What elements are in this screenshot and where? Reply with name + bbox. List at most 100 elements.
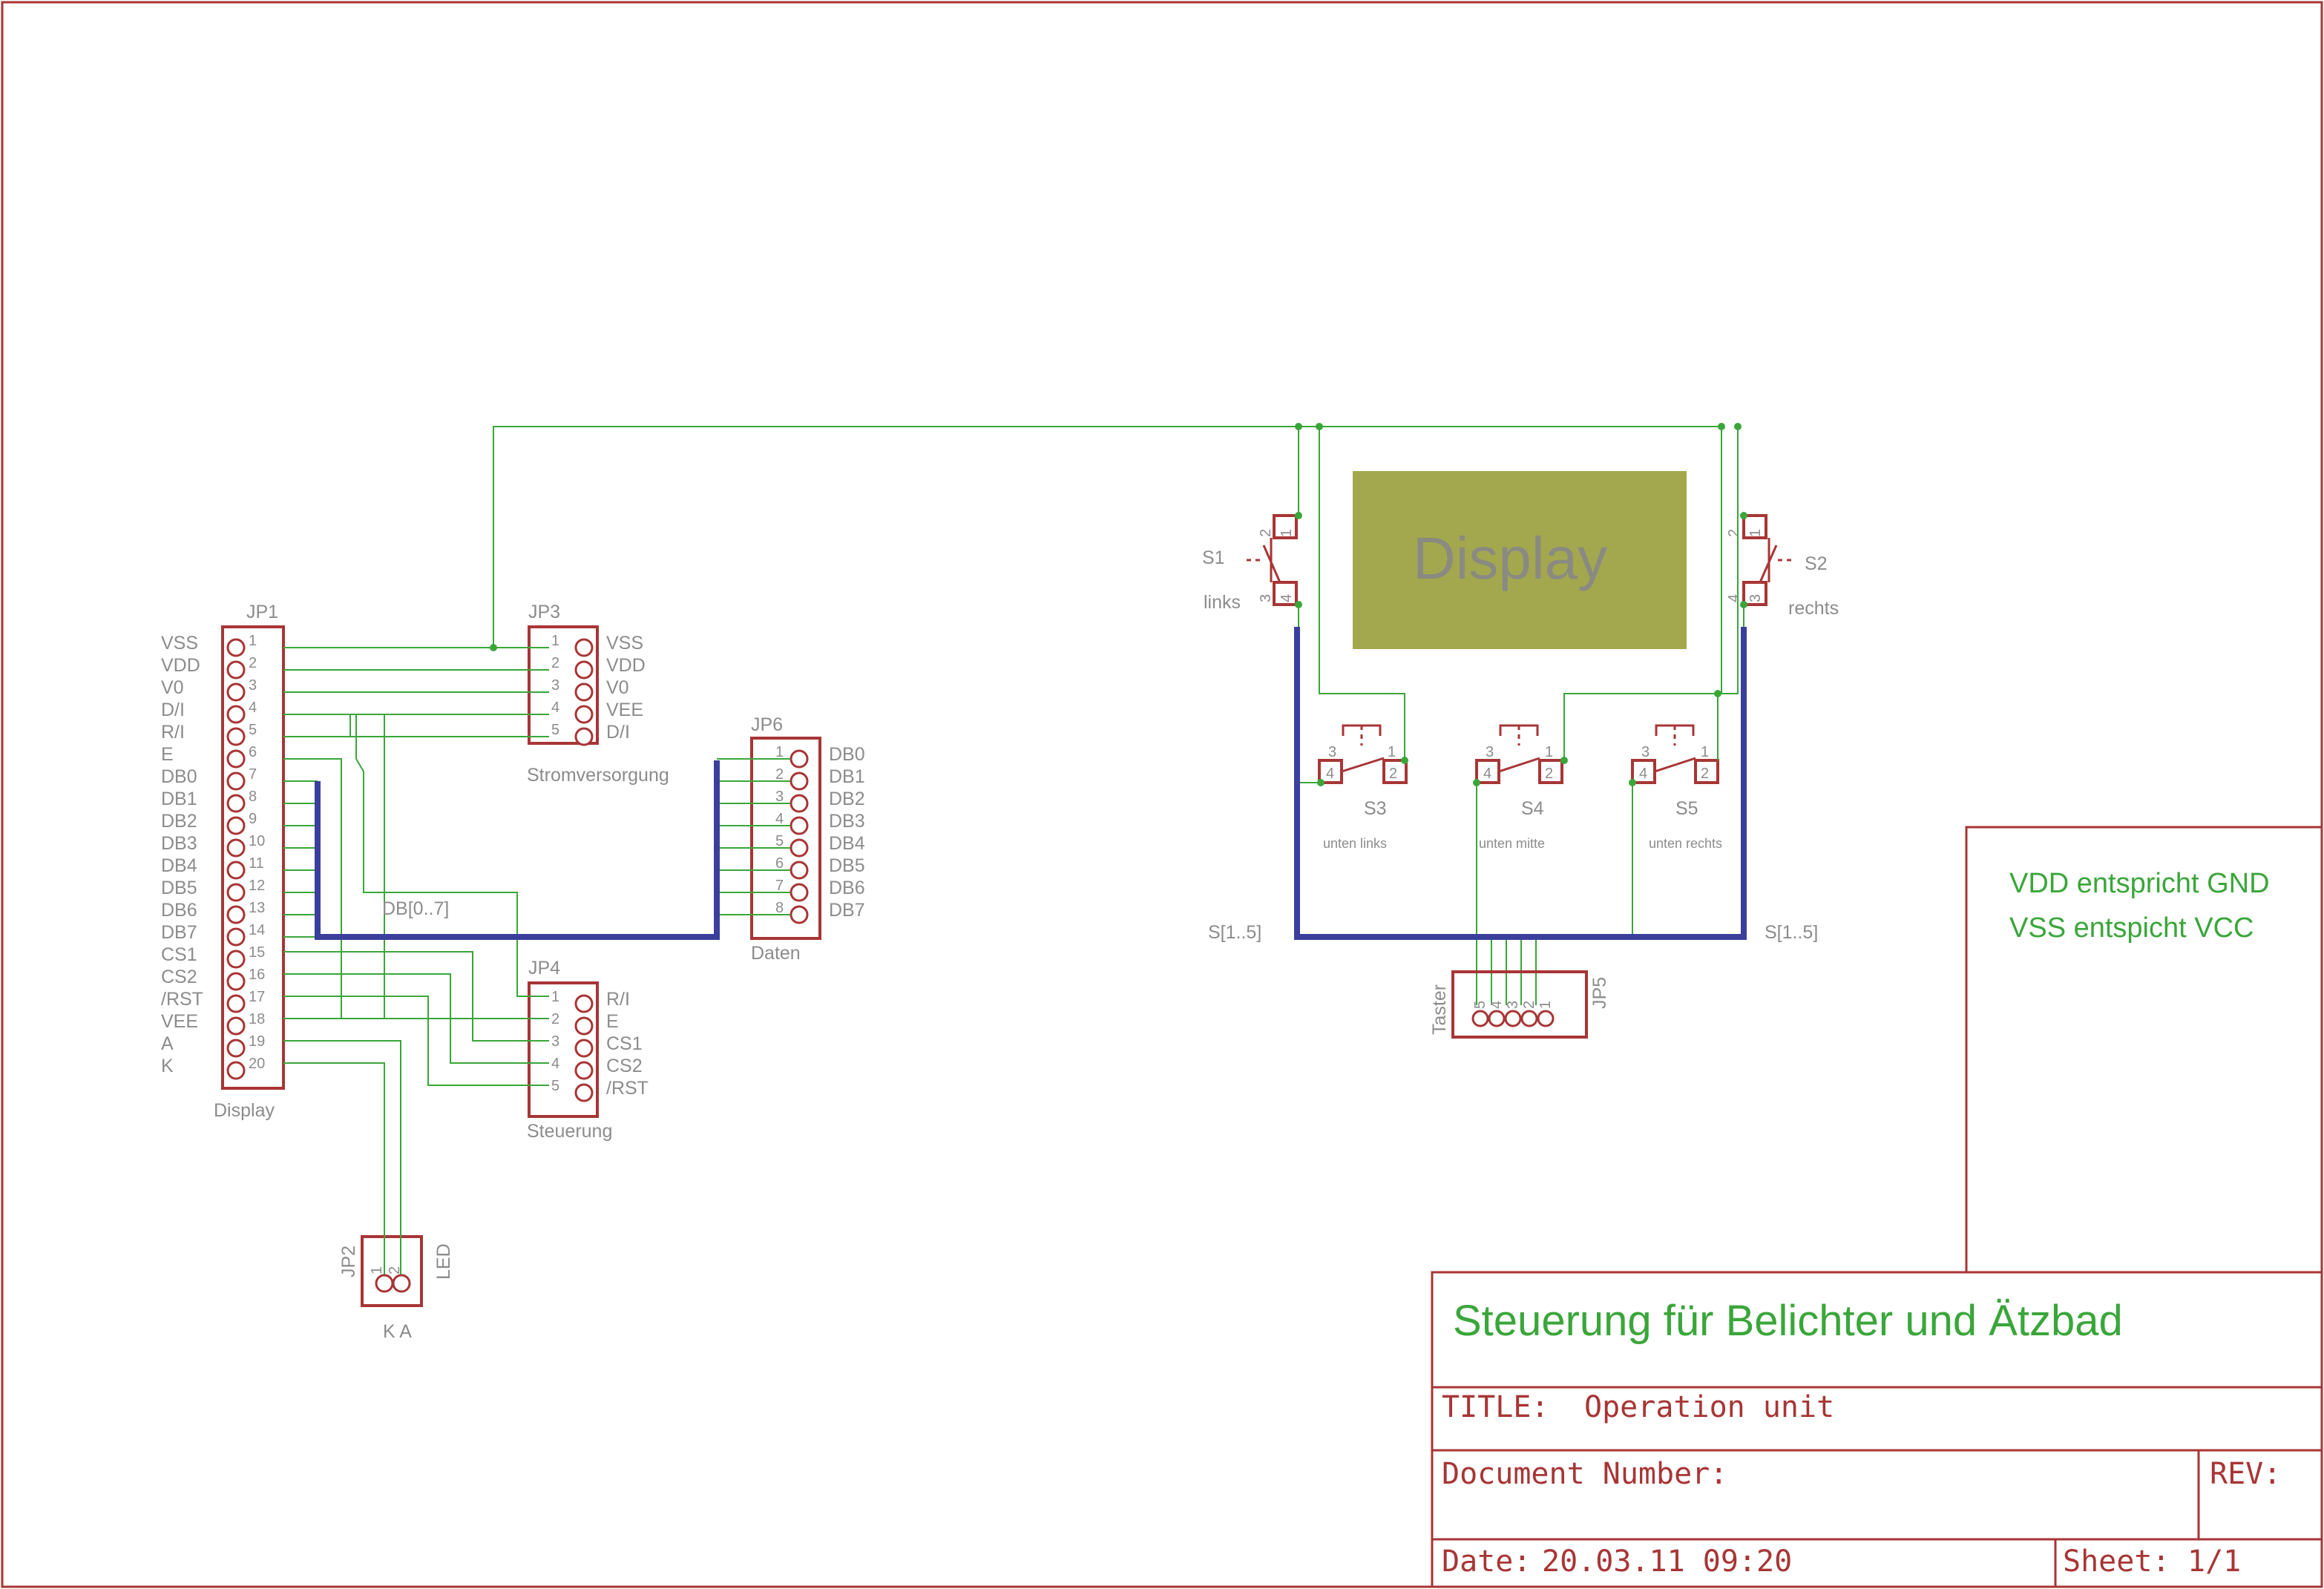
s5-pad-2 [1694, 759, 1719, 784]
junction-dot [1295, 512, 1302, 519]
s5-desc: unten rechts [1649, 836, 1722, 851]
jp1-pin-label: D/I [161, 700, 185, 720]
jp2-name: LED [433, 1243, 454, 1280]
s3-desc: unten links [1323, 836, 1387, 851]
jp4-name: Steuerung [527, 1121, 612, 1142]
sheet-value: 1/1 [2187, 1544, 2241, 1579]
jp1-pin-number: 1 [249, 633, 257, 649]
s2-pad-1 [1742, 514, 1767, 539]
jp6-pin [790, 838, 809, 858]
s-bus-label-left: S[1..5] [1208, 922, 1261, 943]
jp2-pin-side-label: K A [383, 1321, 412, 1342]
jp6-pin [790, 816, 809, 835]
switch-s1[interactable]: 2 1 3 4 S1 links [1202, 514, 1298, 613]
s3-pin: 2 [1389, 766, 1397, 782]
junction-dot [1714, 690, 1721, 697]
jp6-ref: JP6 [751, 714, 783, 735]
s1-pin: 4 [1278, 594, 1295, 602]
jp1-pin-label: E [161, 744, 174, 765]
s1-desc: links [1204, 592, 1241, 613]
jp1-pin-label: DB4 [161, 855, 197, 876]
jp2-body [361, 1235, 423, 1307]
jp5-pin-number: 1 [1537, 1001, 1554, 1009]
jp1-pin-label: VDD [161, 655, 200, 676]
junction-dot [1295, 601, 1302, 608]
jp1-pin [226, 1016, 246, 1036]
s4-pin: 2 [1545, 766, 1553, 782]
date-value: 20.03.11 09:20 [1542, 1544, 1792, 1579]
jp4-pin [574, 1083, 594, 1102]
switch-s3[interactable]: 3 1 4 2 S3 unten links [1318, 724, 1408, 851]
jp1-pin-label: R/I [161, 722, 185, 743]
db-bus: DB[0..7] [283, 758, 790, 940]
jp1-pin-number: 20 [249, 1056, 265, 1072]
jp1-pin-label: DB1 [161, 789, 197, 809]
jp4-pin-number: 2 [551, 1011, 559, 1027]
junction-dot [1718, 423, 1725, 430]
jp1-pin-number: 5 [249, 722, 257, 738]
jp1-pin [226, 972, 246, 991]
jp4-pin-label: CS2 [606, 1056, 643, 1076]
jp1-pin [226, 638, 246, 657]
jp1-pin-label: DB6 [161, 900, 197, 921]
note-line-1: VDD entspricht GND [2009, 868, 2270, 899]
junction-dot [1734, 423, 1742, 430]
s4-desc: unten mitte [1479, 836, 1545, 851]
s3-pin: 4 [1326, 766, 1334, 782]
jp2-connector[interactable]: 1 2 JP2 LED K A [283, 1040, 454, 1342]
jp6-pin-number: 1 [775, 744, 784, 760]
junction-dot [1295, 423, 1302, 430]
jp1-connector[interactable]: JP1 Display 1234567891011121314151617181… [161, 602, 285, 1121]
jp1-pin-number: 12 [249, 878, 265, 894]
junction-dot [1629, 779, 1636, 786]
jp6-pin [790, 749, 809, 769]
jp1-pin-number: 4 [249, 700, 257, 716]
jp1-name: Display [214, 1100, 275, 1121]
jp1-pin [226, 1039, 246, 1058]
jp1-pin-number: 15 [249, 944, 265, 961]
jp3-pin-number: 5 [551, 722, 559, 738]
junction-dot [1401, 757, 1408, 764]
power-wires [283, 426, 1295, 1019]
jp3-pin-number: 4 [551, 700, 559, 716]
jp1-pin-number: 3 [249, 677, 257, 694]
jp5-pin-number: 5 [1472, 1001, 1488, 1009]
jp1-pin [226, 749, 246, 769]
junction-dot [1740, 512, 1747, 519]
jp1-pin-labels: VSSVDDV0D/IR/IEDB0DB1DB2DB3DB4DB5DB6DB7C… [161, 633, 203, 1076]
jp5-ref: JP5 [1589, 977, 1610, 1009]
jp4-pin-number: 4 [551, 1056, 559, 1072]
switch-s4[interactable]: 3 1 4 2 S4 unten mitte [1475, 724, 1563, 851]
switch-s5[interactable]: 3 1 4 2 S5 unten rechts [1631, 724, 1722, 851]
jp1-pin-number: 17 [249, 989, 265, 1005]
s2-pin: 2 [1726, 529, 1742, 537]
jp6-pin [790, 861, 809, 880]
switch-s2[interactable]: 2 1 4 3 S2 rechts [1726, 514, 1839, 619]
s5-pin: 4 [1639, 766, 1647, 782]
jp1-body [221, 625, 285, 1090]
jp6-pin-label: DB0 [829, 744, 865, 765]
jp6-pin-number: 3 [775, 789, 784, 805]
jp2-pin-number: 1 [369, 1266, 385, 1274]
jp3-body [528, 625, 599, 745]
jp1-pin-number: 10 [249, 833, 265, 849]
jp2-pin-1 [375, 1274, 394, 1293]
jp1-pin [226, 794, 246, 813]
jp6-pin-label: DB7 [829, 900, 865, 921]
title-heading: Steuerung für Belichter und Ätzbad [1453, 1297, 2123, 1345]
jp4-pin-number: 1 [551, 989, 559, 1005]
s4-pin: 1 [1545, 744, 1553, 760]
jp5-pin [1471, 1010, 1489, 1027]
s1-pin: 3 [1258, 594, 1274, 602]
jp3-pin-label: VEE [606, 700, 643, 720]
s5-pin: 3 [1641, 744, 1650, 760]
